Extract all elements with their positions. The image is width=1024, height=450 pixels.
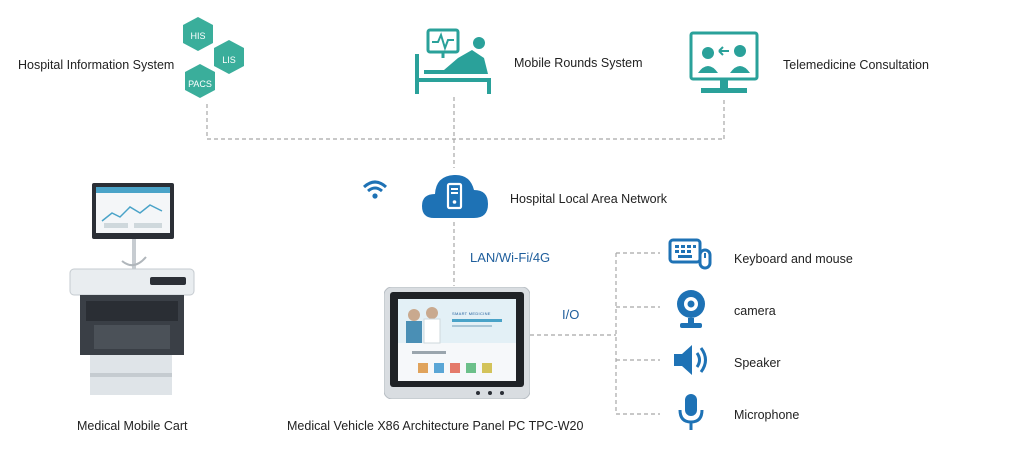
io-label: I/O [562, 307, 580, 322]
panel-pc-illustration [384, 287, 530, 399]
cloud-server-icon [422, 174, 488, 218]
panel-pc-label: Medical Vehicle X86 Architecture Panel P… [287, 419, 584, 433]
rounds-label: Mobile Rounds System [514, 56, 643, 70]
hex-pacs-label: PACS [188, 79, 212, 89]
peripheral-microphone: Microphone [734, 408, 800, 422]
microphone-icon [678, 394, 704, 430]
his-lis-pacs-hexagons-icon [183, 17, 244, 98]
panel-screen-text: SMART MEDICINE [452, 311, 491, 316]
peripheral-speaker: Speaker [734, 356, 781, 370]
keyboard-mouse-icon [668, 238, 712, 270]
hex-his-label: HIS [190, 31, 206, 41]
wifi-icon [362, 180, 388, 199]
lan-wifi-4g-label: LAN/Wi-Fi/4G [470, 250, 551, 265]
hospital-bed-monitor-icon [415, 28, 491, 94]
telemed-label: Telemedicine Consultation [783, 58, 929, 72]
medical-mobile-cart-illustration [69, 183, 195, 395]
his-label: Hospital Information System [18, 58, 175, 72]
peripheral-keyboard-mouse: Keyboard and mouse [734, 252, 853, 266]
camera-icon [677, 290, 705, 328]
speaker-icon [674, 345, 707, 375]
cart-label: Medical Mobile Cart [77, 419, 188, 433]
hex-lis-label: LIS [222, 55, 236, 65]
telemedicine-monitor-icon [689, 31, 759, 93]
peripheral-camera: camera [734, 304, 776, 318]
lan-label: Hospital Local Area Network [510, 192, 668, 206]
